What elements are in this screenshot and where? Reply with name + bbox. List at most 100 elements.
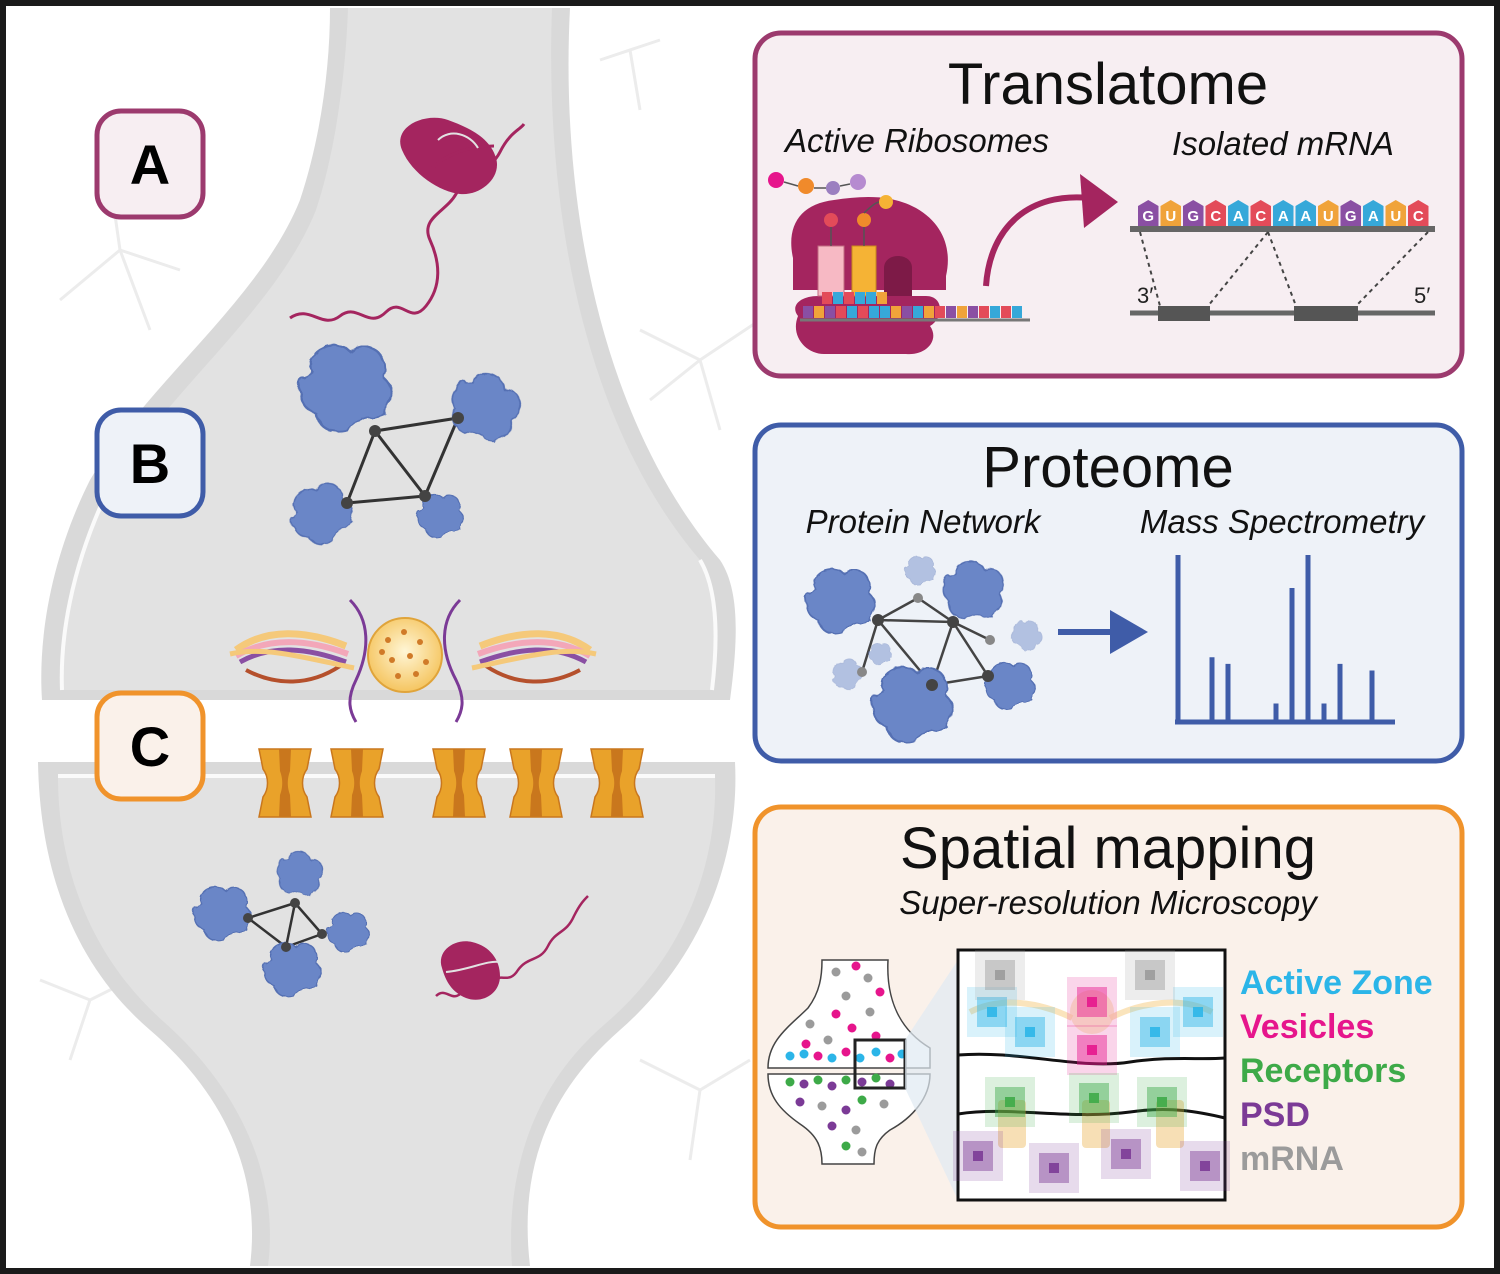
super-resolution-spot bbox=[1173, 987, 1223, 1037]
mini-map-dot bbox=[841, 1141, 851, 1151]
active-zone-scaffold-icon bbox=[230, 598, 596, 723]
nucleotide-letter: G bbox=[1142, 208, 1154, 225]
label-c: C bbox=[130, 715, 170, 778]
mini-map-dot bbox=[841, 1075, 851, 1085]
super-resolution-spot bbox=[1137, 1077, 1187, 1127]
ribosome-mrna-codon bbox=[880, 306, 890, 318]
spatial-panel: Spatial mapping Super-resolution Microsc… bbox=[752, 804, 1465, 1230]
splice-lines bbox=[1139, 231, 1429, 307]
mini-map-dot bbox=[885, 1079, 895, 1089]
proteome-title: Proteome bbox=[982, 435, 1233, 500]
ribosome-mrna-codon bbox=[858, 306, 868, 318]
mini-map-dot bbox=[827, 1121, 837, 1131]
mini-map-dot bbox=[795, 1097, 805, 1107]
nucleotide-letter: A bbox=[1300, 208, 1311, 225]
legend-item: Receptors bbox=[1240, 1052, 1406, 1090]
label-b: B bbox=[130, 432, 170, 495]
nucleotide-tile: U bbox=[1318, 200, 1339, 226]
super-resolution-spot bbox=[1069, 1073, 1119, 1123]
trna-anticodon bbox=[822, 292, 832, 304]
translatome-left-subtitle: Active Ribosomes bbox=[783, 122, 1049, 159]
mini-map-dot bbox=[875, 987, 885, 997]
nucleotide-letter: A bbox=[1278, 208, 1289, 225]
mini-map-dot bbox=[863, 973, 873, 983]
legend-item: Active Zone bbox=[1240, 964, 1433, 1002]
mini-synapse-map bbox=[767, 959, 958, 1200]
proteome-arrowhead bbox=[1110, 610, 1148, 654]
mini-map-dot bbox=[871, 1073, 881, 1083]
translatome-arrow bbox=[983, 194, 1091, 287]
mini-map-dot bbox=[857, 1077, 867, 1087]
nucleotide-tile: A bbox=[1273, 200, 1294, 226]
nucleotide-tile: G bbox=[1183, 200, 1204, 226]
mini-map-dot bbox=[885, 1053, 895, 1063]
nucleotide-letter: A bbox=[1368, 208, 1379, 225]
translatome-panel: Translatome Active Ribosomes Isolated mR… bbox=[752, 30, 1465, 379]
ribosome-mrna-codon bbox=[913, 306, 923, 318]
mini-map-dot bbox=[851, 1125, 861, 1135]
synaptic-vesicle-icon bbox=[367, 617, 443, 693]
mini-map-dot bbox=[813, 1075, 823, 1085]
presynaptic-protein-network-icon bbox=[283, 346, 530, 552]
postsynaptic-protein-network-icon bbox=[194, 845, 369, 997]
mini-map-dot bbox=[857, 1095, 867, 1105]
presynaptic-cytoplasm bbox=[61, 8, 716, 690]
nucleotide-tile: A bbox=[1295, 200, 1316, 226]
mini-map-dot bbox=[841, 991, 851, 1001]
trna-anticodon bbox=[855, 292, 865, 304]
nucleotide-tile: C bbox=[1205, 200, 1226, 226]
ribosome-mrna-codon bbox=[979, 306, 989, 318]
mass-spectrum-chart bbox=[1175, 555, 1395, 725]
ribosome-mrna-codon bbox=[935, 306, 945, 318]
ribosome-mrna-codon bbox=[902, 306, 912, 318]
nucleotide-tile: C bbox=[1408, 200, 1429, 226]
translatome-arrowhead bbox=[1080, 174, 1118, 228]
mini-map-dot bbox=[805, 1019, 815, 1029]
mini-map-dot bbox=[851, 961, 861, 971]
ribosome-with-mrna-icon bbox=[289, 117, 526, 322]
trna-anticodon bbox=[844, 292, 854, 304]
super-resolution-spot bbox=[985, 1077, 1035, 1127]
legend-item: Vesicles bbox=[1240, 1008, 1374, 1046]
label-b-badge: B bbox=[94, 407, 206, 519]
ribosome-mrna-codon bbox=[924, 306, 934, 318]
nucleotide-tile: G bbox=[1138, 200, 1159, 226]
five-prime-label: 5′ bbox=[1414, 283, 1430, 308]
nucleotide-tile: G bbox=[1340, 200, 1361, 226]
mini-map-dot bbox=[831, 967, 841, 977]
mini-map-dot bbox=[801, 1039, 811, 1049]
mini-map-dot bbox=[865, 1007, 875, 1017]
mini-map-dot bbox=[847, 1023, 857, 1033]
nucleotide-letter: A bbox=[1233, 208, 1244, 225]
nucleotide-tile: C bbox=[1250, 200, 1271, 226]
legend-item: mRNA bbox=[1240, 1140, 1344, 1178]
super-resolution-spot bbox=[953, 1131, 1003, 1181]
spatial-subtitle: Super-resolution Microscopy bbox=[899, 884, 1319, 921]
mini-map-dot bbox=[841, 1105, 851, 1115]
nucleotide-letter: U bbox=[1323, 208, 1334, 225]
super-resolution-spot bbox=[1067, 1025, 1117, 1075]
proteome-protein-network-icon bbox=[806, 555, 1045, 743]
ribosome-mrna-codon bbox=[968, 306, 978, 318]
ribosome-mrna-codon bbox=[803, 306, 813, 318]
nucleotide-tile: U bbox=[1160, 200, 1181, 226]
three-prime-label: 3′ bbox=[1137, 283, 1153, 308]
active-ribosome-icon bbox=[768, 172, 1030, 355]
exon-1 bbox=[1158, 306, 1210, 321]
mini-map-dot bbox=[799, 1049, 809, 1059]
mini-map-dot bbox=[871, 1047, 881, 1057]
mini-map-dot bbox=[827, 1081, 837, 1091]
super-resolution-spot bbox=[1005, 1007, 1055, 1057]
translatome-right-subtitle: Isolated mRNA bbox=[1172, 125, 1394, 162]
mini-map-dot bbox=[823, 1035, 833, 1045]
ribosome-mrna-codon bbox=[814, 306, 824, 318]
super-resolution-spot bbox=[1101, 1129, 1151, 1179]
nucleotide-letter: G bbox=[1345, 208, 1357, 225]
super-resolution-zoom-panel bbox=[953, 948, 1230, 1202]
mini-map-dot bbox=[785, 1051, 795, 1061]
trna-anticodon bbox=[833, 292, 843, 304]
mini-map-dot bbox=[831, 1009, 841, 1019]
ribosome-mrna-codon bbox=[847, 306, 857, 318]
